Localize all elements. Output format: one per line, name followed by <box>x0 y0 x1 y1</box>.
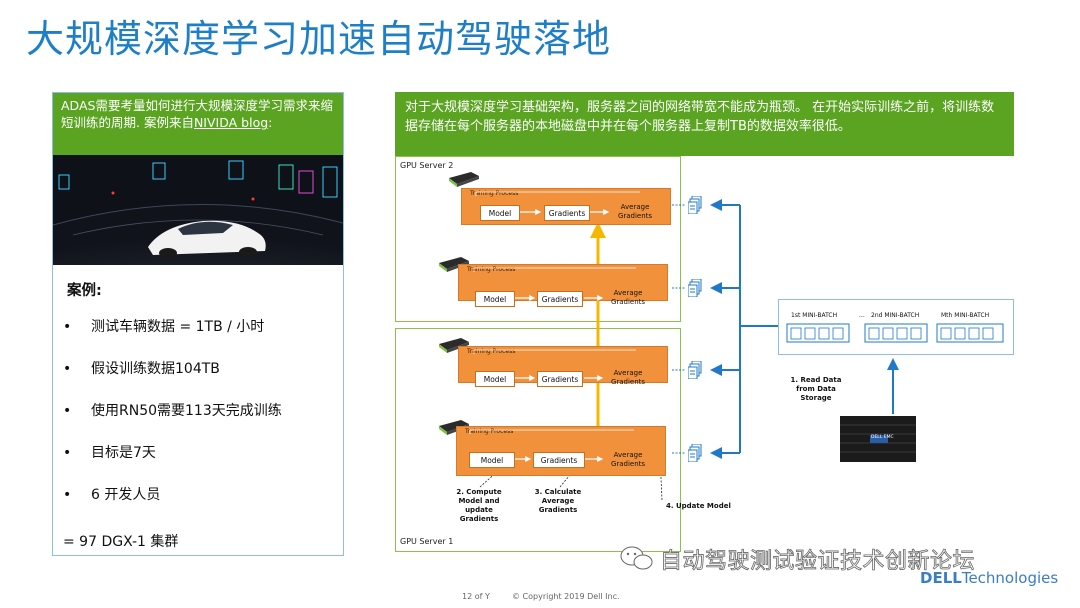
gpu-server-2-label: GPU Server 2 <box>400 161 454 170</box>
training-process-label: Training Process <box>467 266 516 273</box>
copyright: © Copyright 2019 Dell Inc. <box>512 592 620 601</box>
slide-title: 大规模深度学习加速自动驾驶落地 <box>26 17 612 61</box>
step-update-annotation: 4. Update Model <box>666 502 731 510</box>
training-process-block: Training Process Model Gradients Average… <box>461 188 671 225</box>
mini-batch-m-label: Mth MINI-BATCH <box>941 312 990 319</box>
wechat-icon <box>618 543 658 577</box>
mini-batch-2-label: 2nd MINI-BATCH <box>871 312 920 319</box>
case-bullet: 假设训练数据104TB <box>63 360 338 402</box>
gradients-box: Gradients <box>537 291 583 307</box>
case-intro: ADAS需要考量如何进行大规模深度学习需求来缩短训练的周期. 案例来自NIVID… <box>53 93 343 155</box>
mini-batch-panel: 1st MINI-BATCH ... 2nd MINI-BATCH Mth MI… <box>778 299 1014 355</box>
case-bullet: 测试车辆数据 = 1TB / 小时 <box>63 318 338 360</box>
dell-logo-rest: Technologies <box>961 569 1059 587</box>
dell-technologies-logo: DELLTechnologies <box>920 569 1058 587</box>
gradients-box: Gradients <box>537 371 583 387</box>
bandwidth-note: 对于大规模深度学习基础架构，服务器之间的网络带宽不能成为瓶颈。 在开始实际训练之… <box>395 92 1014 156</box>
case-panel: ADAS需要考量如何进行大规模深度学习需求来缩短训练的周期. 案例来自NIVID… <box>52 92 344 556</box>
gradients-box: Gradients <box>533 452 585 468</box>
watermark-text: 自动驾驶测试验证技术创新论坛 <box>660 549 976 575</box>
training-process-label: Training Process <box>465 428 514 435</box>
cluster-summary: = 97 DGX-1 集群 <box>63 534 179 550</box>
model-box: Model <box>469 452 515 468</box>
gpu-card-icon <box>447 170 481 187</box>
nvidia-blog-link[interactable]: NIVIDA blog <box>193 115 269 130</box>
mini-batch-dots: ... <box>859 312 865 319</box>
step-average-annotation: 3. Calculate Average Gradients <box>534 488 582 514</box>
mini-batch-groups <box>786 323 1004 343</box>
document-stack-icon <box>687 195 702 218</box>
model-box: Model <box>475 371 515 387</box>
gpu-server-1-label: GPU Server 1 <box>400 537 454 546</box>
gpu-server-1 <box>395 328 681 552</box>
gpu-server-2 <box>395 156 681 322</box>
training-process-block: Training Process Model Gradients Average… <box>458 264 668 307</box>
data-storage-server: DELL EMC <box>840 416 916 462</box>
case-bullet: 6 开发人员 <box>63 486 338 528</box>
page-number: 12 of Y <box>462 592 490 601</box>
case-bullet-list: 测试车辆数据 = 1TB / 小时 假设训练数据104TB 使用RN50需要11… <box>63 318 338 528</box>
autonomous-car-photo <box>53 155 343 265</box>
dell-logo-bold: DELL <box>920 569 962 587</box>
model-box: Model <box>475 291 515 307</box>
case-intro-text: ADAS需要考量如何进行大规模深度学习需求来缩短训练的周期. 案例来自 <box>61 98 333 130</box>
document-stack-icon <box>687 360 702 383</box>
storage-brand-label: DELL EMC <box>871 435 894 440</box>
training-process-label: Training Process <box>467 348 516 355</box>
case-intro-colon: : <box>268 115 273 130</box>
case-bullet: 目标是7天 <box>63 444 338 486</box>
training-process-block: Training Process Model Gradients Average… <box>456 426 666 476</box>
document-stack-icon <box>687 443 702 466</box>
case-bullet: 使用RN50需要113天完成训练 <box>63 402 338 444</box>
mini-batch-1-label: 1st MINI-BATCH <box>791 312 838 319</box>
training-process-block: Training Process Model Gradients Average… <box>458 346 668 387</box>
training-process-label: Training Process <box>470 190 519 197</box>
gradients-box: Gradients <box>544 205 590 221</box>
document-stack-icon <box>687 278 702 301</box>
read-data-annotation: 1. Read Data from Data Storage <box>790 376 842 402</box>
case-title: 案例: <box>67 283 102 299</box>
step-compute-annotation: 2. Compute Model and update Gradients <box>456 488 502 523</box>
model-box: Model <box>480 205 520 221</box>
